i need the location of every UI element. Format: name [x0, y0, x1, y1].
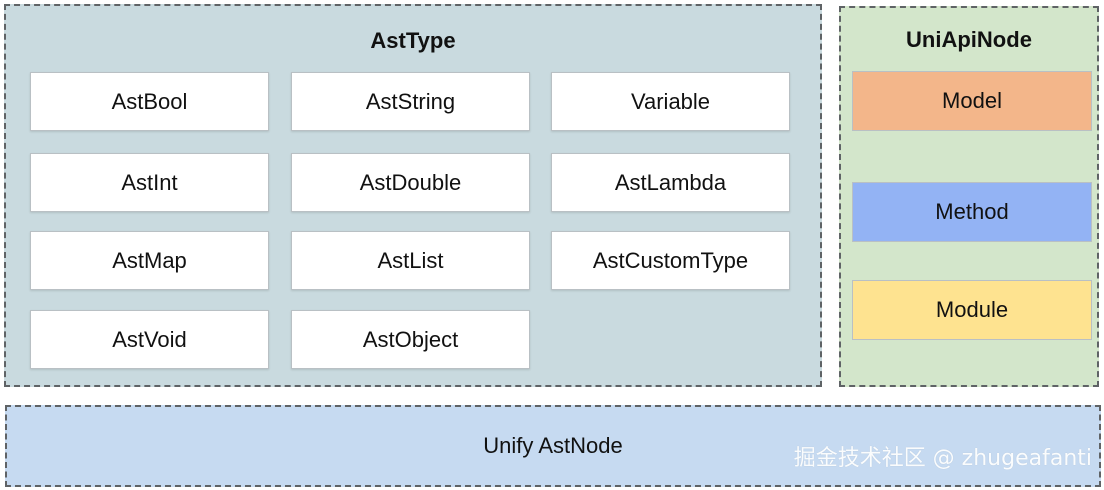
asttype-title: AstType — [370, 28, 456, 53]
asttype-panel: AstType AstBool AstString Variable AstIn… — [4, 4, 822, 387]
uniapinode-panel: UniApiNode Model Method Module — [839, 6, 1099, 387]
asttype-box-astobject: AstObject — [291, 310, 530, 369]
unify-astnode-label: Unify AstNode — [483, 433, 623, 458]
asttype-box-astmap: AstMap — [30, 231, 269, 290]
uniapinode-box-model: Model — [852, 71, 1092, 131]
asttype-box-aststring: AstString — [291, 72, 530, 131]
asttype-box-astint: AstInt — [30, 153, 269, 212]
asttype-box-astcustomtype: AstCustomType — [551, 231, 790, 290]
uniapinode-box-method: Method — [852, 182, 1092, 242]
asttype-box-astbool: AstBool — [30, 72, 269, 131]
asttype-box-astlambda: AstLambda — [551, 153, 790, 212]
uniapinode-box-module: Module — [852, 280, 1092, 340]
asttype-box-astlist: AstList — [291, 231, 530, 290]
asttype-box-variable: Variable — [551, 72, 790, 131]
unify-astnode-panel: Unify AstNode — [5, 405, 1101, 487]
uniapinode-title: UniApiNode — [906, 27, 1032, 52]
asttype-box-astdouble: AstDouble — [291, 153, 530, 212]
asttype-box-astvoid: AstVoid — [30, 310, 269, 369]
watermark: 掘金技术社区 @ zhugeafanti — [793, 446, 1092, 471]
